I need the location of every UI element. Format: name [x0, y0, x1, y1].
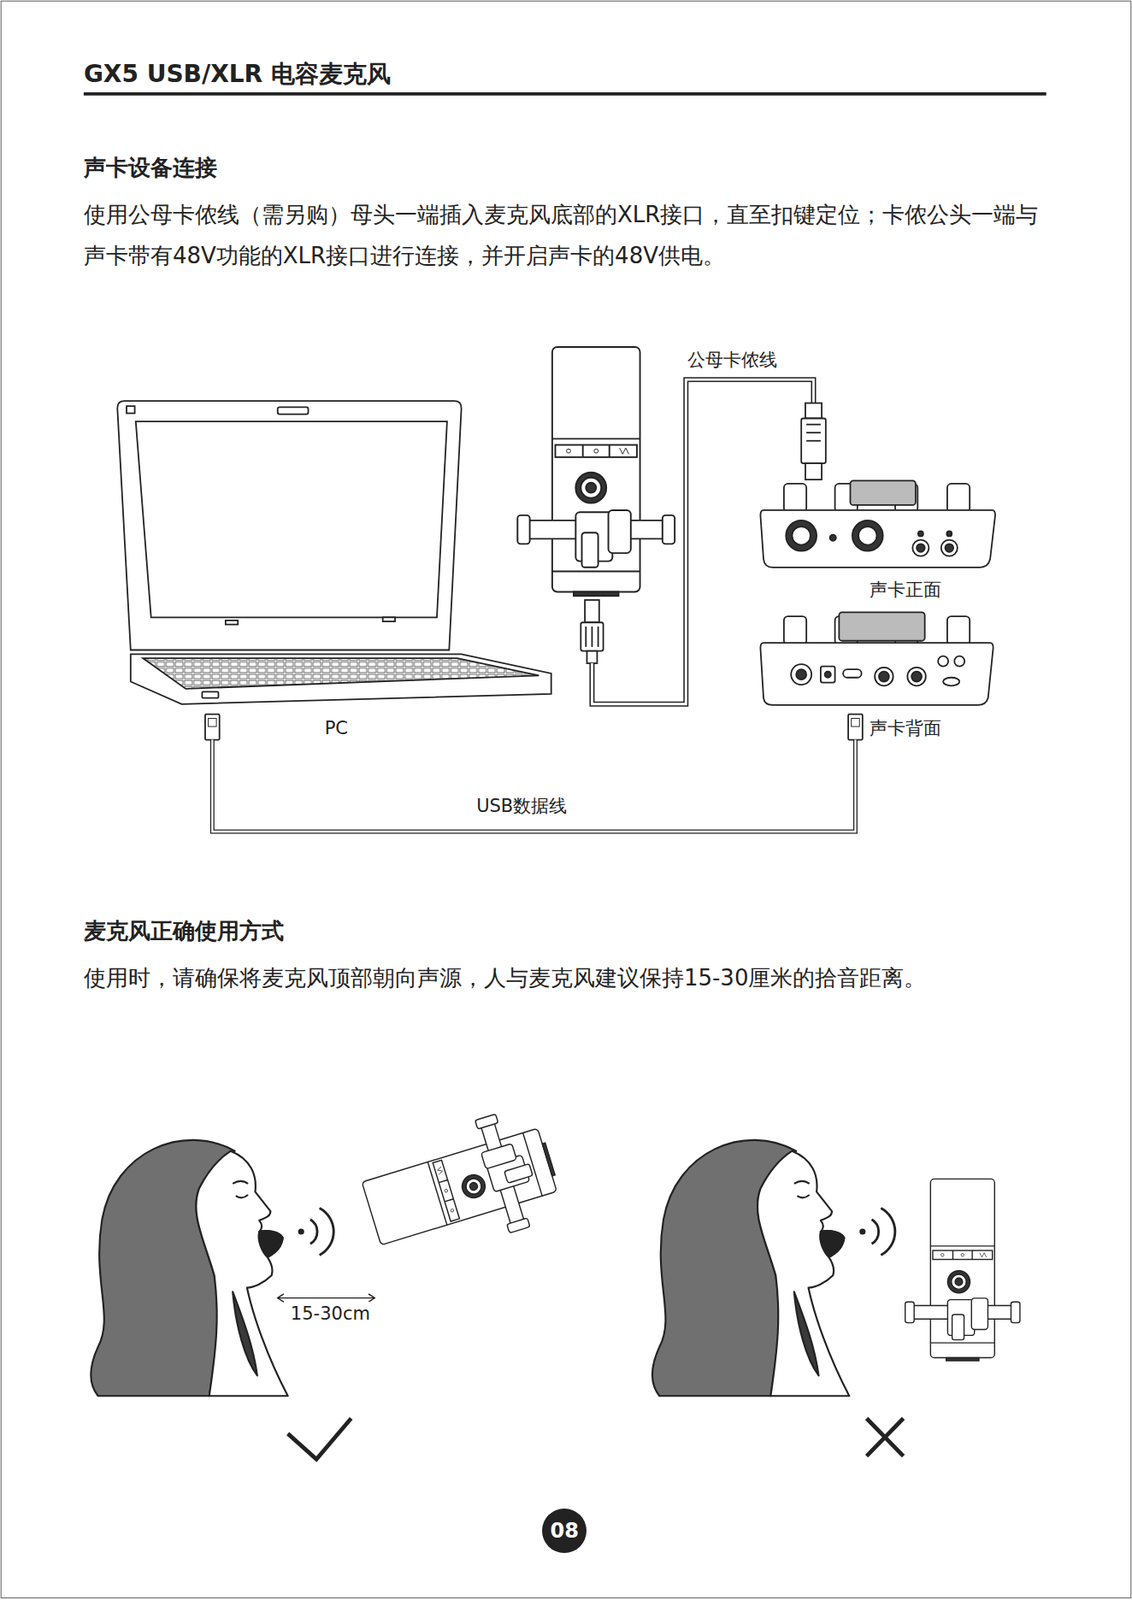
- device-label: 声卡正面: [869, 577, 1004, 602]
- laptop-drawing-part: [383, 617, 396, 622]
- dimension-label: 15-30cm: [288, 1302, 372, 1327]
- sound-card-front-drawing-part: [916, 543, 926, 553]
- xlr-cable-part: [806, 431, 821, 434]
- sound-card-front-drawing-part: [895, 483, 918, 513]
- section-heading: 声卡设备连接: [83, 153, 218, 183]
- sound-card-back-drawing-part: [790, 664, 812, 685]
- sound-card-back-drawing-part: [760, 642, 993, 706]
- microphone-drawing: [517, 347, 675, 596]
- laptop-drawing-part: [135, 421, 448, 618]
- microphone-angled: [353, 1102, 567, 1271]
- device-label-region: 声卡正面: [754, 474, 1004, 602]
- laptop-drawing-part: [142, 658, 539, 690]
- sound-card-front-drawing-part: [947, 483, 970, 513]
- sound-card-front-drawing-part: [849, 480, 915, 506]
- page-number-badge: 08: [542, 1509, 588, 1555]
- xlr-cable-part: [805, 463, 822, 480]
- sound-card-front-drawing-part: [835, 483, 858, 513]
- device-label: 声卡背面: [869, 716, 1004, 741]
- speaker-figure-wrong: [652, 1140, 896, 1397]
- section-heading: 麦克风正确使用方式: [83, 916, 284, 947]
- sound-card-front-drawing-part: [760, 510, 996, 568]
- xlr-cable-part: [591, 626, 594, 648]
- microphone-upright: [905, 1179, 1020, 1362]
- sound-card-front-drawing-part: [830, 535, 837, 542]
- sound-card-front-drawing-part: [784, 483, 807, 513]
- cable-outline: [212, 740, 855, 832]
- cable-label: USB数据线: [474, 794, 569, 819]
- sound-card-back-drawing-part: [954, 656, 965, 667]
- sound-card-back-drawing-part: [937, 656, 949, 667]
- laptop-drawing-part: [205, 714, 220, 741]
- xlr-cable-part: [806, 440, 821, 443]
- sound-card-back-drawing-part: [843, 669, 861, 679]
- sound-card-back-drawing-part: [825, 672, 832, 679]
- laptop-drawing-part: [208, 718, 218, 727]
- sound-card-front-drawing-part: [941, 540, 958, 557]
- laptop-drawing-part: [225, 620, 238, 625]
- sound-card-back-drawing-part: [838, 612, 925, 641]
- xlr-cable-part: [591, 379, 814, 705]
- sound-card-front-drawing-part: [858, 526, 877, 545]
- device-label-region: PC: [117, 398, 560, 741]
- sound-card-back-drawing-part: [820, 666, 836, 684]
- check-mark: [288, 1418, 352, 1460]
- sound-card-back-drawing-part: [911, 672, 922, 683]
- page-title: GX5 USB/XLR 电容麦克风: [83, 57, 391, 92]
- laptop-drawing-part: [277, 406, 309, 414]
- cross-mark: [866, 1418, 904, 1457]
- sound-card-back-drawing-part: [874, 667, 893, 686]
- sound-card-front-drawing-part: [785, 520, 817, 552]
- xlr-cable-part: [584, 600, 600, 623]
- sound-card-back-drawing-part: [795, 669, 807, 680]
- xlr-cable-part: [584, 626, 587, 648]
- cable-label: 公母卡侬线: [685, 347, 779, 372]
- xlr-cable-part: [806, 424, 821, 426]
- body-paragraph: 使用时，请确保将麦克风顶部朝向声源，人与麦克风建议保持15-30厘米的拾音距离。: [83, 957, 1079, 999]
- sound-card-front-drawing-part: [945, 543, 955, 553]
- xlr-cable: [580, 379, 826, 705]
- sound-card-back-drawing-part: [943, 678, 960, 687]
- laptop-drawing-part: [117, 400, 461, 650]
- page-number: 08: [549, 1517, 578, 1545]
- laptop-drawing-part: [126, 406, 136, 413]
- sound-card-front-drawing-part: [852, 520, 884, 552]
- speaker-figure-correct: [91, 1140, 335, 1397]
- usb-cable: [212, 740, 855, 832]
- sound-card-back-drawing-part: [878, 672, 890, 683]
- device-label: PC: [324, 716, 561, 741]
- sound-card-front-drawing-part: [791, 526, 810, 545]
- sound-card-front-drawing: [760, 480, 996, 567]
- xlr-cable-part: [805, 403, 822, 419]
- xlr-cable-part: [586, 651, 597, 664]
- xlr-cable-part: [591, 379, 814, 705]
- header-rule: [83, 92, 1047, 96]
- laptop-drawing-part: [201, 691, 219, 698]
- sound-card-back-drawing-part: [835, 616, 858, 645]
- sound-card-back-drawing-part: [784, 616, 807, 645]
- sound-card-back-drawing-part: [848, 714, 863, 741]
- xlr-cable-part: [801, 418, 826, 464]
- distance-arrow-part: [277, 1294, 284, 1303]
- device-label-region: 声卡背面: [754, 610, 1004, 741]
- sound-card-back-drawing-part: [895, 616, 918, 645]
- laptop-drawing: [117, 400, 551, 740]
- sound-card-back-drawing-part: [851, 718, 861, 727]
- sound-card-front-drawing-part: [946, 530, 952, 537]
- sound-card-back-drawing-part: [947, 616, 970, 645]
- sound-card-front-drawing-part: [918, 530, 924, 537]
- sound-card-front-drawing-part: [912, 540, 929, 557]
- xlr-cable-part: [580, 622, 603, 651]
- laptop-drawing-part: [130, 654, 552, 704]
- body-paragraph: 使用公母卡侬线（需另购）母头一端插入麦克风底部的XLR接口，直至扣键定位；卡侬公…: [83, 194, 1059, 277]
- xlr-cable-part: [597, 626, 600, 648]
- distance-arrow-part: [277, 1297, 375, 1299]
- sound-card-back-drawing-part: [907, 667, 926, 686]
- distance-arrow-part: [368, 1294, 375, 1303]
- distance-arrow: [277, 1294, 375, 1303]
